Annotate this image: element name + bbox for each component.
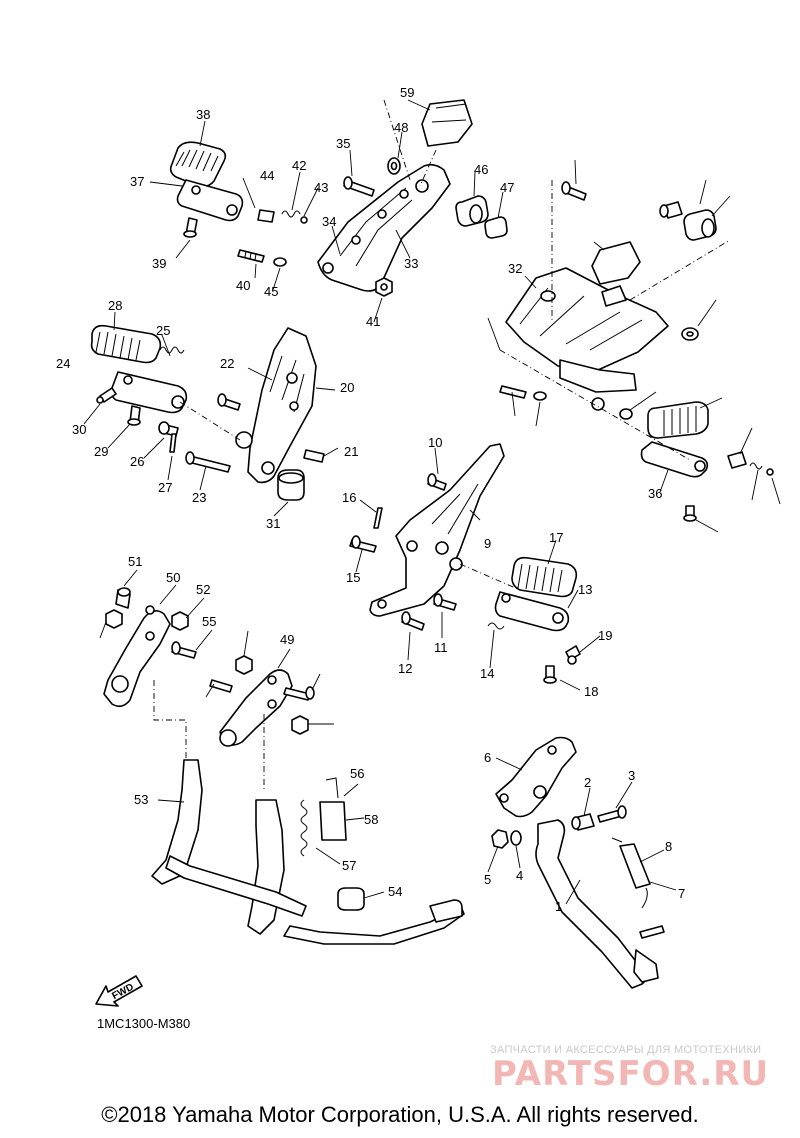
callout-17: 17 — [549, 530, 563, 545]
callout-40: 40 — [236, 278, 250, 293]
callout-46: 46 — [474, 162, 488, 177]
rear-left-footrest-assembly — [149, 99, 508, 323]
callout-37: 37 — [130, 174, 144, 189]
callout-7: 7 — [678, 886, 685, 901]
callout-39: 39 — [152, 256, 166, 271]
forward-arrow-icon: FWD — [92, 968, 148, 1017]
callout-56: 56 — [350, 766, 364, 781]
callout-14: 14 — [480, 666, 494, 681]
callout-5: 5 — [484, 872, 491, 887]
fwd-label: FWD — [110, 982, 135, 1002]
callout-6: 6 — [484, 750, 491, 765]
callout-10: 10 — [428, 435, 442, 450]
callout-58: 58 — [364, 812, 378, 827]
callout-44: 44 — [260, 168, 274, 183]
callout-32: 32 — [508, 261, 522, 276]
callout-38: 38 — [196, 107, 210, 122]
callout-1: 1 — [555, 899, 562, 914]
diagram-code: 1MC1300-M380 — [97, 1016, 191, 1031]
callout-21: 21 — [344, 444, 358, 459]
callout-23: 23 — [192, 490, 206, 505]
callout-49: 49 — [280, 632, 294, 647]
callout-8: 8 — [665, 839, 672, 854]
callout-20: 20 — [340, 380, 354, 395]
rear-right-footrest-assembly — [487, 159, 781, 533]
callout-18: 18 — [584, 684, 598, 699]
callout-9: 9 — [484, 536, 491, 551]
callout-19: 19 — [598, 628, 612, 643]
callout-47: 47 — [500, 180, 514, 195]
watermark-caption: ЗАПЧАСТИ И АКСЕССУАРЫ ДЛЯ МОТОТЕХНИКИ — [490, 1044, 762, 1056]
callout-53: 53 — [134, 792, 148, 807]
callout-24: 24 — [56, 356, 70, 371]
callout-50: 50 — [166, 570, 180, 585]
callout-25: 25 — [156, 323, 170, 338]
callout-48: 48 — [394, 120, 408, 135]
callout-34: 34 — [322, 214, 336, 229]
callout-12: 12 — [398, 661, 412, 676]
callout-42: 42 — [292, 158, 306, 173]
callout-35: 35 — [336, 136, 350, 151]
callout-28: 28 — [108, 298, 122, 313]
callout-52: 52 — [196, 582, 210, 597]
center-stand-assembly — [99, 569, 465, 945]
callout-55: 55 — [202, 614, 216, 629]
callout-41: 41 — [366, 314, 380, 329]
callout-3: 3 — [628, 768, 635, 783]
callout-45: 45 — [264, 284, 278, 299]
callout-2: 2 — [584, 775, 591, 790]
callout-30: 30 — [72, 422, 86, 437]
front-right-footrest-assembly — [349, 443, 601, 691]
callout-43: 43 — [314, 180, 328, 195]
watermark-logo: PARTSFOR.RU — [492, 1054, 770, 1094]
callout-59: 59 — [400, 85, 414, 100]
callout-51: 51 — [128, 554, 142, 569]
copyright-notice: ©2018 Yamaha Motor Corporation, U.S.A. A… — [101, 1102, 699, 1127]
callout-labels: 1 2 3 4 5 6 7 8 9 10 11 12 13 14 15 16 1… — [56, 85, 685, 914]
callout-4: 4 — [516, 868, 523, 883]
callout-13: 13 — [578, 582, 592, 597]
front-left-footrest-assembly — [83, 311, 339, 517]
callout-11: 11 — [434, 640, 448, 655]
callout-36: 36 — [648, 486, 662, 501]
callout-31: 31 — [266, 516, 280, 531]
callout-27: 27 — [158, 480, 172, 495]
callout-54: 54 — [388, 884, 402, 899]
callout-33: 33 — [404, 256, 418, 271]
side-stand-assembly — [487, 736, 677, 989]
callout-26: 26 — [130, 454, 144, 469]
callout-57: 57 — [342, 858, 356, 873]
callout-29: 29 — [94, 444, 108, 459]
callout-22: 22 — [220, 356, 234, 371]
callout-16: 16 — [342, 490, 356, 505]
callout-15: 15 — [346, 570, 360, 585]
